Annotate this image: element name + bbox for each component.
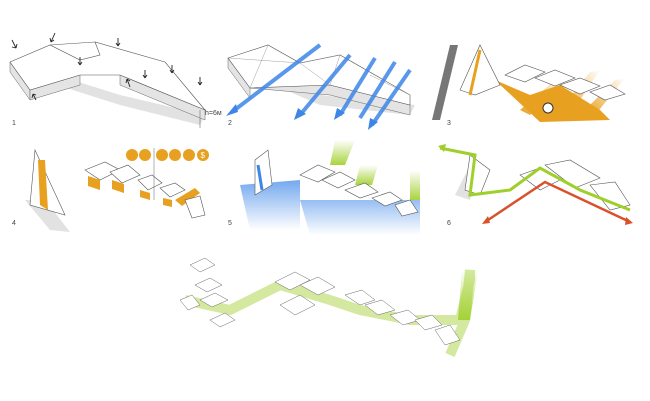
shop-icon: [156, 149, 168, 161]
panel-5-views-and-light: 5: [228, 140, 420, 235]
panel-6-pedestrian-routes: 6: [438, 144, 633, 227]
height-label: h=6м: [205, 110, 222, 117]
panel-1-massing: h=6м 1: [9, 32, 222, 128]
cafe-icon: [126, 149, 138, 161]
panel-number: 6: [447, 220, 451, 227]
panel-number: 2: [228, 120, 232, 127]
panel-number: 3: [447, 120, 451, 127]
red-route: [484, 180, 631, 224]
local-context-bar: [432, 45, 458, 120]
office-icon: [183, 149, 195, 161]
svg-text:$: $: [201, 151, 206, 160]
panel-number: 1: [12, 120, 16, 127]
panel-2-sun-exposure: 2: [226, 43, 415, 130]
masterplan-perspective: [179, 257, 478, 357]
panel-number: 5: [228, 220, 232, 227]
panel-4-public-services: $ 4: [12, 148, 209, 232]
service-icons: $: [126, 149, 209, 161]
panel-number: 4: [12, 220, 16, 227]
dollar-icon: [197, 149, 209, 161]
cart-icon: [169, 149, 181, 161]
target-icon: [542, 102, 554, 114]
sun-ray-arrows: [230, 43, 412, 127]
fitness-icon: [139, 149, 151, 161]
panel-3-local-context: 3: [432, 44, 626, 127]
green-route: [439, 146, 631, 212]
